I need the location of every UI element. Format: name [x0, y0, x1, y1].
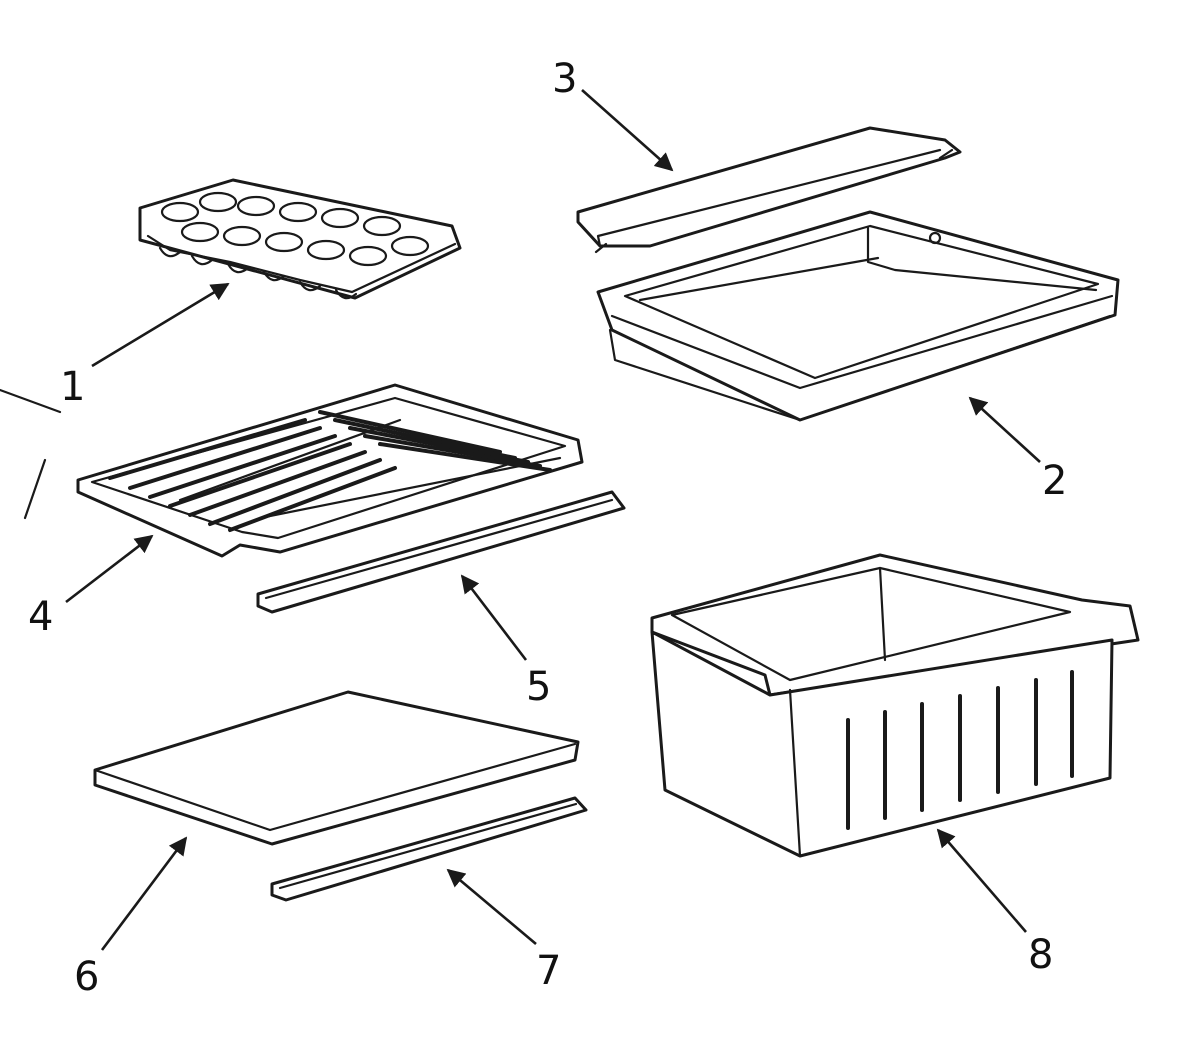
- crisper-drawer: [650, 553, 1140, 858]
- callout-5: 5: [526, 664, 551, 710]
- shelf-rail-upper: [256, 490, 626, 614]
- leader-5: [460, 574, 528, 661]
- leader-3: [581, 89, 674, 172]
- glass-shelf: [93, 690, 580, 846]
- callout-8: 8: [1028, 932, 1053, 978]
- callout-7: 7: [536, 948, 561, 994]
- leader-6: [100, 836, 188, 951]
- callout-2: 2: [1042, 458, 1067, 504]
- leader-4: [65, 534, 154, 604]
- leader-8: [936, 828, 1027, 933]
- callout-1: 1: [60, 364, 85, 410]
- leader-2: [968, 396, 1041, 463]
- shelf-rail-lower: [270, 796, 588, 902]
- callout-6: 6: [74, 954, 99, 1000]
- callout-4: 4: [28, 594, 53, 640]
- callout-3: 3: [552, 56, 577, 102]
- leader-1: [91, 282, 230, 368]
- wire-shelf: [76, 383, 584, 558]
- stray-mark: [0, 388, 62, 520]
- crisper-cover: [576, 126, 962, 254]
- leader-7: [446, 868, 537, 945]
- crisper-pan: [596, 210, 1120, 422]
- ice-cube-tray: [138, 178, 462, 300]
